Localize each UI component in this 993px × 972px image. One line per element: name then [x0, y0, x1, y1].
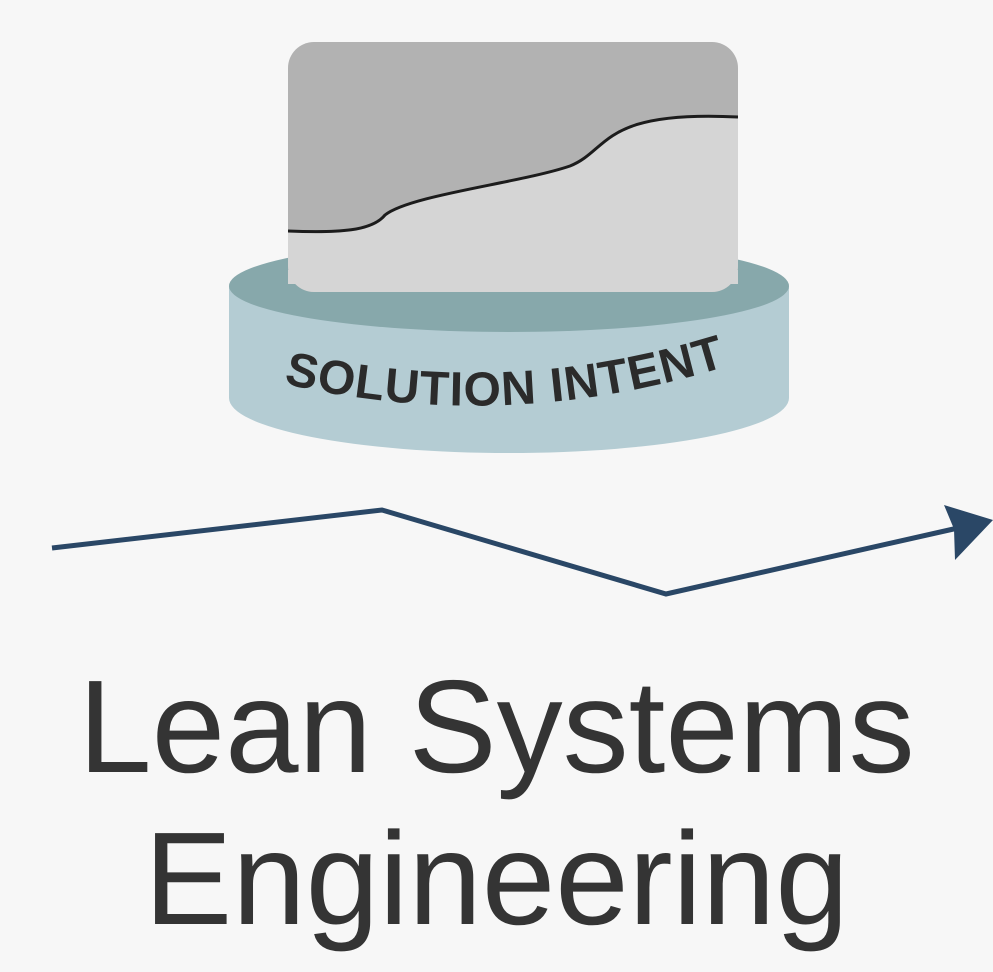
title-line-2: Engineering — [144, 805, 849, 952]
arrow-line — [51, 507, 959, 597]
solution-intent-card — [288, 42, 738, 292]
card-fixed-region — [288, 116, 738, 292]
disc-side — [229, 286, 789, 453]
arrow-head-icon — [944, 505, 993, 560]
progress-arrow — [51, 505, 993, 597]
title-line-1: Lean Systems — [78, 653, 915, 800]
card-boundary-curve — [288, 114, 738, 234]
card-bottom-strip — [288, 270, 738, 284]
